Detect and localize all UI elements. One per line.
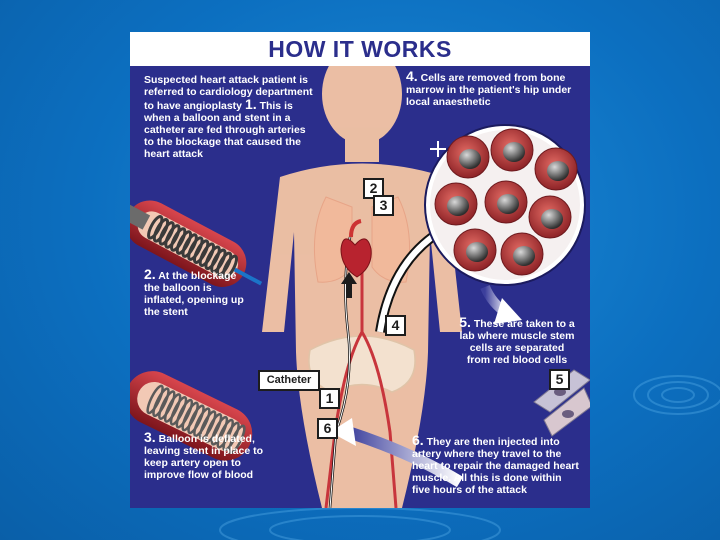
stent-coil — [187, 404, 205, 435]
step-3-number: 3. — [144, 429, 156, 445]
cell-nucleus — [547, 161, 569, 181]
stent-coil — [169, 395, 188, 426]
step-3-text: Balloon is deflated, leaving stent in pl… — [144, 433, 264, 481]
step-6-text: They are then injected into artery where… — [412, 436, 579, 496]
stent-coil — [152, 387, 170, 418]
stent-coil — [221, 254, 238, 280]
stent-coil — [228, 424, 246, 455]
step-6-caption: 6. They are then injected into artery wh… — [412, 432, 582, 496]
heart — [340, 219, 372, 278]
stent-coil — [222, 421, 240, 452]
cell-nucleus — [513, 246, 535, 266]
cell-nucleus — [497, 194, 519, 214]
step-5-number: 5. — [459, 314, 471, 330]
step-4-caption: 4. Cells are removed from bone marrow in… — [406, 68, 584, 108]
sparkle — [430, 141, 446, 157]
stent-coil — [163, 393, 182, 423]
stent-coil — [193, 407, 211, 438]
infographic-panel: HOW IT WORKS Suspected heart attack pati… — [130, 32, 590, 508]
stent-coil — [146, 384, 164, 415]
cell-nucleus — [503, 142, 525, 162]
step-5-text: These are taken to a lab where muscle st… — [459, 318, 575, 366]
step-5-caption: 5. These are taken to a lab where muscle… — [458, 314, 576, 366]
step-1-intro: Suspected heart attack patient is referr… — [144, 74, 313, 112]
muscle-stem-cells — [533, 369, 590, 437]
step-badge-1: 1 — [319, 388, 340, 409]
step-4-text: Cells are removed from bone marrow in th… — [406, 72, 572, 108]
stent-coil — [175, 398, 194, 429]
stent-coil — [198, 410, 217, 440]
stent-coil — [216, 418, 234, 449]
cell-nucleus — [447, 196, 469, 216]
pelvis-bone — [308, 335, 416, 393]
stent-in-catheter-illustration — [130, 200, 263, 287]
stent-coil — [181, 401, 199, 432]
step-1-caption: Suspected heart attack patient is referr… — [144, 74, 316, 160]
step-badge-5: 5 — [549, 369, 570, 390]
step-badge-4: 4 — [385, 315, 406, 336]
step-2-text: At the blockage the balloon is inflated,… — [144, 270, 244, 318]
catheter-label: Catheter — [258, 370, 320, 391]
step-3-caption: 3. Balloon is deflated, leaving stent in… — [144, 429, 276, 481]
arrow-lab-to-catheter — [346, 426, 464, 488]
step-4-number: 4. — [406, 68, 418, 84]
stent-coil — [210, 415, 229, 446]
step-2-number: 2. — [144, 266, 156, 282]
cell-nucleus — [541, 209, 563, 229]
arrow-to-heart — [341, 272, 357, 298]
cell-nucleus — [459, 149, 481, 169]
step-2-caption: 2. At the blockage the balloon is inflat… — [144, 266, 252, 318]
page-title: HOW IT WORKS — [130, 32, 590, 66]
cell-nucleus — [466, 242, 488, 262]
bone-marrow-cells — [424, 124, 586, 286]
step-6-number: 6. — [412, 432, 424, 448]
step-1-number: 1. — [244, 96, 257, 112]
diagram-artwork — [130, 44, 590, 508]
step-1-text: This is when a balloon and stent in a ca… — [144, 100, 306, 160]
stent-left-in-artery-illustration — [130, 371, 253, 461]
step-badge-6: 6 — [317, 418, 338, 439]
stent-coil — [204, 413, 223, 443]
step-badge-3: 3 — [373, 195, 394, 216]
stent-coil — [158, 390, 176, 420]
